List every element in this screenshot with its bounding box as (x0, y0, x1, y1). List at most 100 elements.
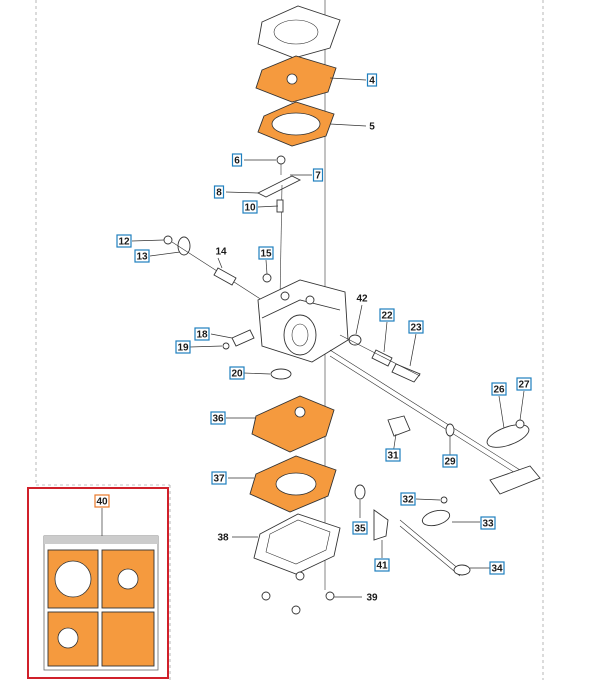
callout-7: 7 (312, 168, 324, 182)
choke-shaft (354, 484, 471, 577)
callout-number: 31 (387, 451, 399, 462)
callout-number: 20 (231, 369, 243, 380)
callout-15: 15 (258, 246, 274, 260)
callout-box (229, 366, 245, 380)
callout-box (231, 153, 243, 167)
callout-number: 19 (177, 343, 189, 354)
callout-number: 39 (366, 593, 378, 604)
throttle-screw-assembly (339, 334, 421, 383)
callout-36: 36 (210, 411, 226, 425)
callout-box (400, 492, 416, 506)
callout-13: 13 (134, 249, 150, 263)
callout-labels: 4 5 6 7 8 10 12 13 14 15 42 22 23 18 19 20 26 27 36 31 29 37 4… (94, 73, 532, 604)
callout-box (213, 185, 225, 199)
callout-18: 18 (194, 327, 210, 341)
callout-19: 19 (175, 340, 191, 354)
callout-box (352, 521, 368, 535)
callout-number: 37 (213, 474, 225, 485)
callout-38: 38 (217, 533, 229, 544)
callout-number: 26 (493, 385, 505, 396)
callout-12: 12 (116, 234, 132, 248)
callout-number: 33 (482, 519, 494, 530)
callout-box (489, 561, 505, 575)
callout-box (442, 454, 458, 468)
callout-33: 33 (480, 516, 496, 530)
callout-number: 35 (354, 524, 366, 535)
callout-39: 39 (366, 593, 378, 604)
callout-box (385, 448, 401, 462)
callout-box (116, 234, 132, 248)
callout-22: 22 (379, 308, 395, 322)
callout-number: 27 (518, 380, 530, 391)
callout-number: 8 (216, 188, 222, 199)
callout-41: 41 (374, 558, 390, 572)
callout-box (210, 411, 226, 425)
pivot-screw (262, 273, 272, 283)
callout-35: 35 (352, 521, 368, 535)
callout-box (242, 200, 258, 214)
carburetor-cover (257, 5, 341, 59)
callout-number: 41 (376, 561, 388, 572)
callout-number: 42 (356, 294, 368, 305)
callout-number: 7 (315, 171, 321, 182)
inlet-screw-left (163, 235, 263, 301)
callout-box (379, 308, 395, 322)
callout-box (374, 558, 390, 572)
callout-number: 15 (260, 249, 272, 260)
callout-number: 32 (402, 495, 414, 506)
carburetor-body (257, 279, 349, 363)
repair-kit-panel (27, 487, 169, 679)
callout-box (366, 73, 378, 87)
callout-4: 4 (366, 73, 378, 87)
callout-box (94, 494, 110, 508)
callout-box (134, 249, 150, 263)
throttle-shaft (329, 349, 541, 495)
idle-spring (222, 329, 255, 350)
welch-plug (270, 368, 292, 380)
callout-32: 32 (400, 492, 416, 506)
callout-14: 14 (215, 247, 227, 258)
callout-box (312, 168, 324, 182)
callout-8: 8 (213, 185, 225, 199)
metering-gasket (257, 101, 335, 147)
callout-20: 20 (229, 366, 245, 380)
callout-box (408, 320, 424, 334)
callout-number: 38 (217, 533, 229, 544)
callout-number: 40 (96, 497, 108, 508)
metering-diaphragm (255, 55, 337, 103)
callout-box (480, 516, 496, 530)
throttle-plate (486, 419, 530, 448)
callout-number: 10 (244, 203, 256, 214)
callout-23: 23 (408, 320, 424, 334)
callout-31: 31 (385, 448, 401, 462)
callout-number: 4 (369, 76, 375, 87)
callout-number: 13 (136, 252, 148, 263)
callout-34: 34 (489, 561, 505, 575)
callout-37: 37 (211, 471, 227, 485)
callout-box (194, 327, 210, 341)
pump-gasket (251, 395, 335, 453)
callout-number: 23 (410, 323, 422, 334)
callout-number: 18 (196, 330, 208, 341)
pump-cover (253, 513, 341, 575)
callout-number: 12 (118, 237, 130, 248)
callout-40: 40 (94, 494, 110, 508)
callout-number: 5 (369, 122, 375, 133)
callout-29: 29 (442, 454, 458, 468)
pump-diaphragm (249, 455, 337, 513)
choke-screw (387, 415, 411, 437)
callout-number: 22 (381, 311, 393, 322)
leader-lines (101, 77, 525, 598)
callout-27: 27 (516, 377, 532, 391)
callout-box (516, 377, 532, 391)
inlet-fitting (213, 267, 237, 286)
callout-42: 42 (356, 294, 368, 305)
cover-screws (261, 571, 335, 615)
callout-6: 6 (231, 153, 243, 167)
callout-box (175, 340, 191, 354)
callout-10: 10 (242, 200, 258, 214)
callout-box (491, 382, 507, 396)
callout-number: 14 (215, 247, 227, 258)
callout-number: 34 (491, 564, 503, 575)
